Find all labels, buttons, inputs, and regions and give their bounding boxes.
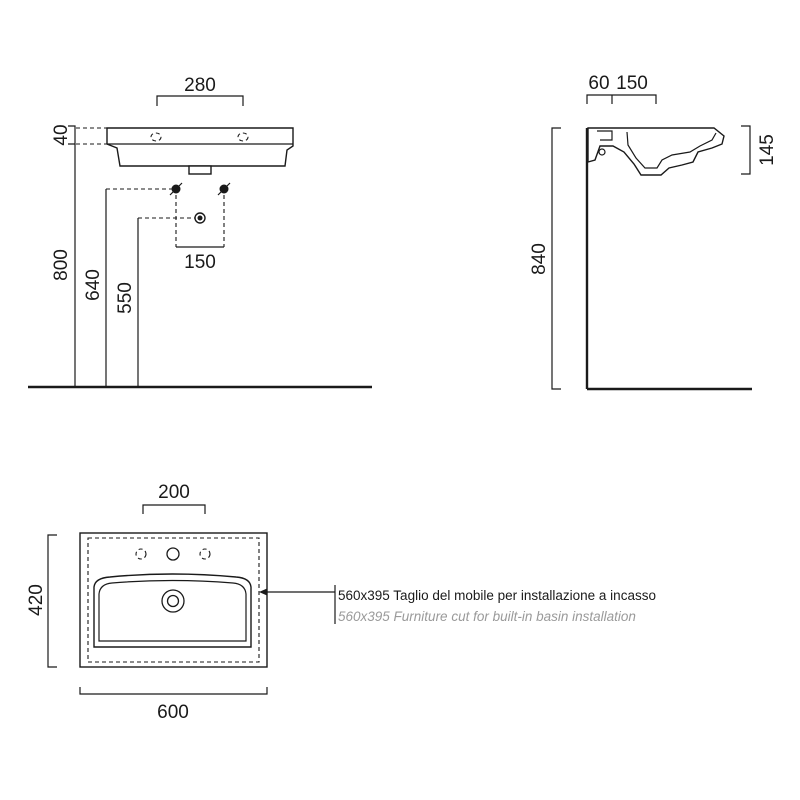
front-drain-outlet-icon xyxy=(194,212,206,224)
front-dim-40-line xyxy=(68,125,76,145)
front-basin-body xyxy=(106,127,294,167)
top-furniture-cut-outline xyxy=(87,537,260,663)
side-dim-145-label: 145 xyxy=(757,134,778,166)
front-dim-280-label: 280 xyxy=(184,75,216,96)
top-tap-hole-left-icon xyxy=(135,548,147,560)
top-tap-hole-center-icon xyxy=(166,547,180,561)
side-view: 60 150 145 840 xyxy=(529,73,778,391)
top-dim-200-label: 200 xyxy=(158,482,190,503)
side-dim-60-label: 60 xyxy=(588,73,609,94)
side-dim-145-line xyxy=(741,125,751,175)
top-view: 200 420 600 560x395 Taglio del mobile pe… xyxy=(26,482,656,723)
front-tap-hole-left xyxy=(150,132,162,142)
front-dim-280-line xyxy=(156,95,244,106)
front-dim-640-label: 640 xyxy=(83,269,104,301)
top-tap-hole-right-icon xyxy=(199,548,211,560)
side-dim-top-line xyxy=(586,94,657,104)
front-hot-valve-icon xyxy=(169,182,183,196)
top-dim-600-line xyxy=(79,687,268,695)
top-dim-420-line xyxy=(47,534,57,668)
top-dim-420-label: 420 xyxy=(26,584,47,616)
front-cold-valve-icon xyxy=(217,182,231,196)
front-dim-150-label: 150 xyxy=(184,252,216,273)
top-cut-note-english: 560x395 Furniture cut for built-in basin… xyxy=(338,609,636,624)
side-dim-840-label: 840 xyxy=(529,243,550,275)
side-overflow-channel xyxy=(597,130,613,141)
side-basin-profile xyxy=(587,127,725,176)
front-dim-40-extension xyxy=(76,127,107,145)
front-view: 280 40 800 640 550 150 xyxy=(28,75,372,389)
side-overflow-hole-icon xyxy=(598,148,606,156)
side-basin-inner xyxy=(626,131,717,169)
front-dim-800-label: 800 xyxy=(51,249,72,281)
top-leader-arrow-icon xyxy=(259,588,267,596)
top-dim-600-label: 600 xyxy=(157,702,189,723)
top-dim-200-line xyxy=(142,504,206,514)
front-drain-spout xyxy=(188,165,212,175)
front-dim-150-extension xyxy=(175,195,225,247)
front-dim-550-label: 550 xyxy=(115,282,136,314)
front-tap-hole-right xyxy=(237,132,249,142)
front-dim-40-label: 40 xyxy=(51,124,72,145)
top-bowl-inner xyxy=(98,579,247,642)
side-dim-840-line xyxy=(551,127,561,390)
top-cut-note-italian: 560x395 Taglio del mobile per installazi… xyxy=(338,588,656,603)
side-dim-150-label: 150 xyxy=(616,73,648,94)
top-drain-icon xyxy=(161,589,185,613)
